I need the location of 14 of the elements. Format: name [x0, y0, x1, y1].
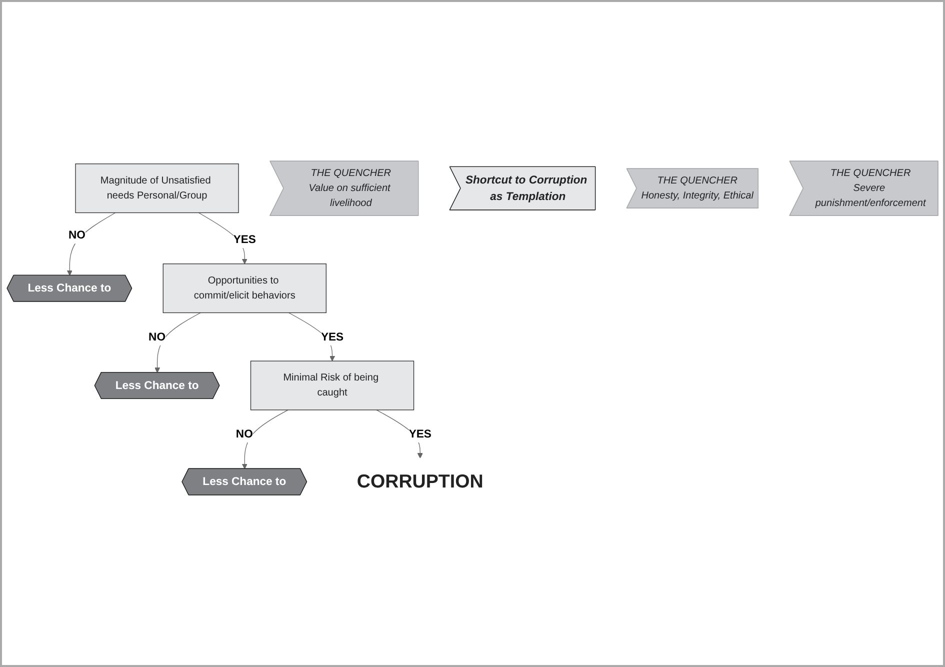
node-box: Opportunities to commit/elicit behaviors [162, 264, 326, 314]
arrow [242, 410, 288, 470]
edge-label: NO [236, 428, 253, 440]
arrow [66, 212, 116, 276]
arrow [198, 212, 248, 264]
arrow [154, 312, 201, 374]
edge-label: NO [68, 229, 86, 242]
node-box: Magnitude of Unsatisfied needs Personal/Group [75, 164, 239, 214]
node-box: Minimal Risk of being caught [250, 361, 414, 411]
edge-label: YES [233, 233, 256, 246]
edge-label: YES [320, 330, 344, 344]
edge-label: YES [408, 428, 432, 440]
edge-label: NO [148, 330, 166, 344]
node-text: CORRUPTION [356, 472, 484, 492]
